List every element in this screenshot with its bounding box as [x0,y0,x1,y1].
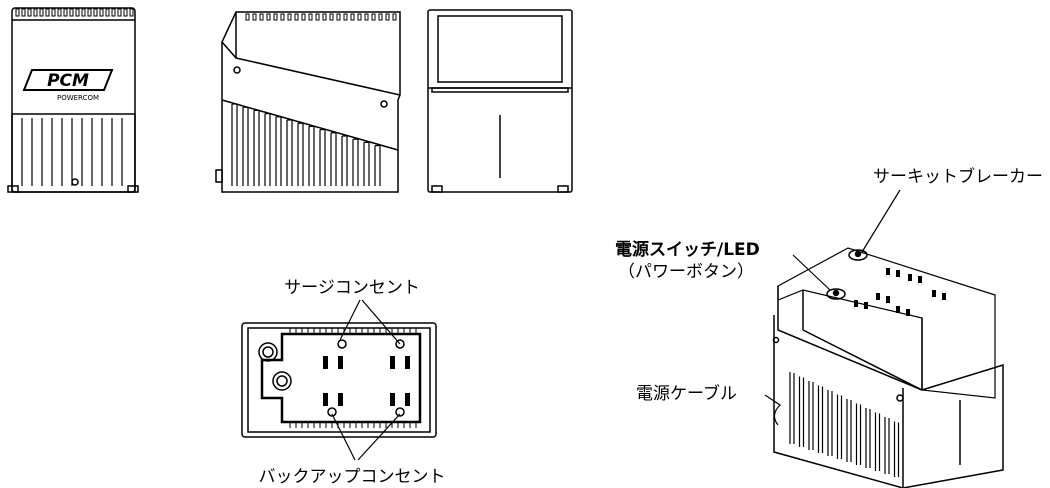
surge-outlet-label: サージコンセント [284,278,420,298]
top-view [241,299,437,461]
isometric-view [764,189,1004,488]
rear-view [427,9,573,193]
power-switch-label: 電源スイッチ/LED [615,239,760,260]
circuit-breaker-label: サーキットブレーカー [873,166,1043,187]
front-view: PCM POWERCOM [7,7,139,193]
brand-name: POWERCOM [57,94,99,102]
backup-outlet-label: バックアップコンセント [259,467,446,487]
brand-logo: PCM POWERCOM [22,69,114,102]
power-button-label: （パワーボタン） [618,262,754,282]
brand-mark: PCM [47,71,89,91]
backup-outlet-left [323,393,343,417]
surge-outlet-left [323,339,347,369]
backup-outlet-right [390,393,410,417]
side-view [215,11,401,193]
surge-outlet-right [390,339,410,369]
power-cable-label: 電源ケーブル [636,383,737,404]
